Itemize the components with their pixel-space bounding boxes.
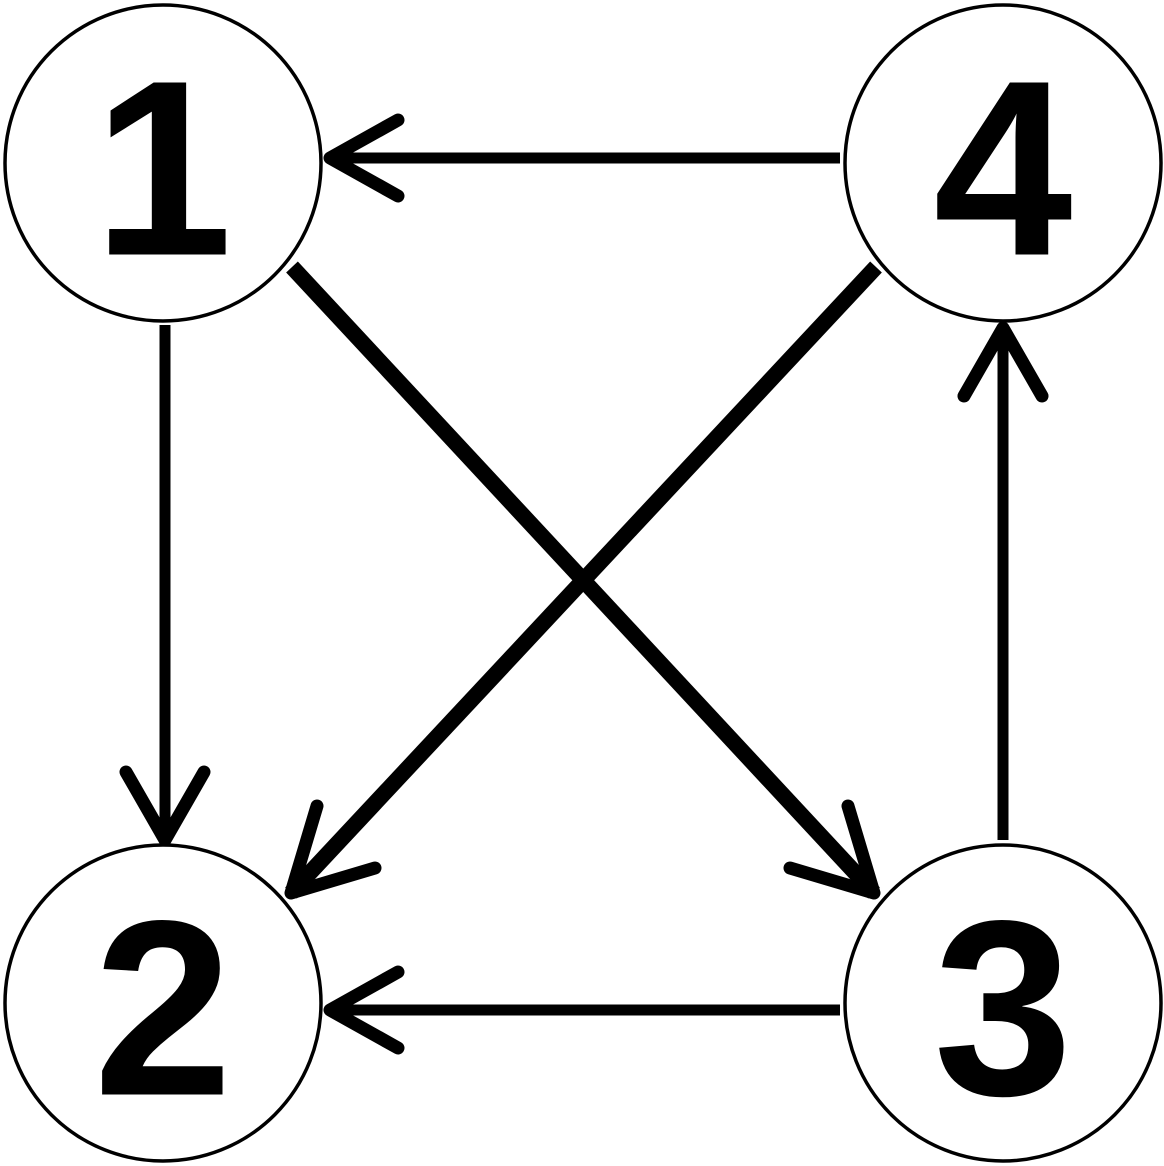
edge-1-to-2[interactable] (119, 325, 211, 847)
node-4[interactable]: 4 (843, 3, 1163, 323)
edge-3-to-4[interactable] (957, 321, 1049, 840)
edge-4-to-2-shaft (285, 261, 882, 899)
edge-1-to-3-arrowhead (783, 799, 881, 900)
edge-4-to-1-arrowhead (323, 113, 405, 203)
node-2[interactable]: 2 (3, 843, 323, 1163)
edge-3-to-2-arrowhead (323, 965, 405, 1055)
node-3-label: 3 (933, 869, 1072, 1148)
node-2-label: 2 (93, 869, 232, 1148)
node-2-circle (3, 843, 323, 1163)
node-4-circle (843, 3, 1163, 323)
edge-4-to-2[interactable] (284, 261, 882, 900)
node-3-circle (843, 843, 1163, 1163)
node-1-label: 1 (93, 29, 232, 308)
node-4-label: 4 (933, 29, 1072, 308)
node-1[interactable]: 1 (3, 3, 323, 323)
edge-1-to-2-arrowhead (119, 765, 211, 847)
edge-4-to-1[interactable] (323, 113, 840, 203)
node-layer: 1 4 2 3 (3, 3, 1163, 1163)
node-1-circle (3, 3, 323, 323)
edge-layer (119, 113, 1049, 1055)
node-3[interactable]: 3 (843, 843, 1163, 1163)
edge-3-to-2[interactable] (323, 965, 840, 1055)
edge-3-to-4-arrowhead (957, 321, 1049, 403)
edge-4-to-2-arrowhead (284, 799, 382, 900)
